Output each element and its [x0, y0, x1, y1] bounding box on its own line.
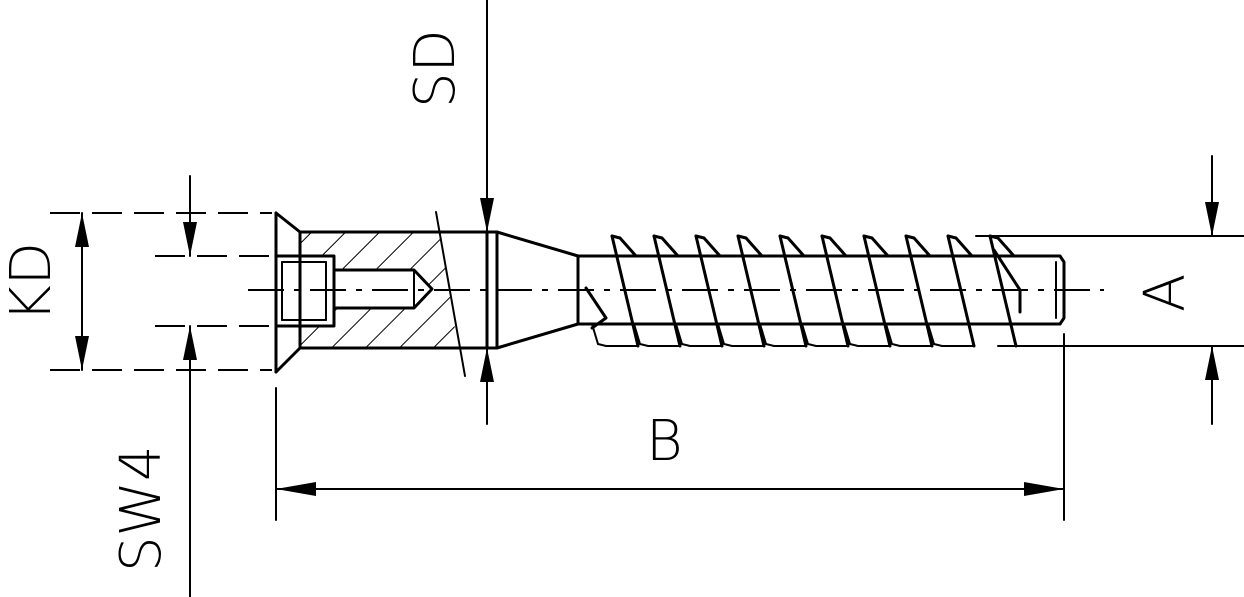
label-sd: SD — [403, 29, 468, 108]
dimension-sd: SD — [403, 0, 494, 425]
thread-start — [584, 286, 608, 330]
thread-crest-top — [736, 234, 764, 258]
thread-crest-bottom — [801, 323, 849, 347]
label-sw: SW4 — [109, 445, 174, 572]
thread-crest-top — [946, 234, 974, 258]
label-b: B — [646, 409, 683, 474]
dimension-sw: SW4 — [109, 175, 197, 597]
screw-head — [274, 211, 302, 374]
thread-crest-top — [820, 234, 848, 258]
thread-crest-top — [862, 234, 890, 258]
dimension-b: B — [275, 409, 1065, 496]
thread-crest-top — [778, 234, 806, 258]
thread-crest-top — [694, 234, 722, 258]
thread-crest-bottom — [927, 323, 975, 347]
thread-crest-bottom — [633, 323, 681, 347]
thread-crest-bottom — [591, 323, 639, 347]
thread-crest-bottom — [843, 323, 891, 347]
dimension-kd: KD — [0, 212, 89, 371]
thread-crest-bottom — [717, 323, 765, 347]
thread-crest-top — [610, 234, 638, 258]
label-kd: KD — [0, 242, 64, 322]
thread-crest-top — [904, 234, 932, 258]
label-a: A — [1133, 274, 1198, 312]
thread-crest-bottom — [885, 323, 933, 347]
thread-crest-bottom — [759, 323, 807, 347]
dimension-a: A — [1133, 155, 1219, 425]
thread-crest-bottom — [675, 323, 723, 347]
thread-crest-top — [652, 234, 680, 258]
extension-lines — [50, 212, 1244, 521]
